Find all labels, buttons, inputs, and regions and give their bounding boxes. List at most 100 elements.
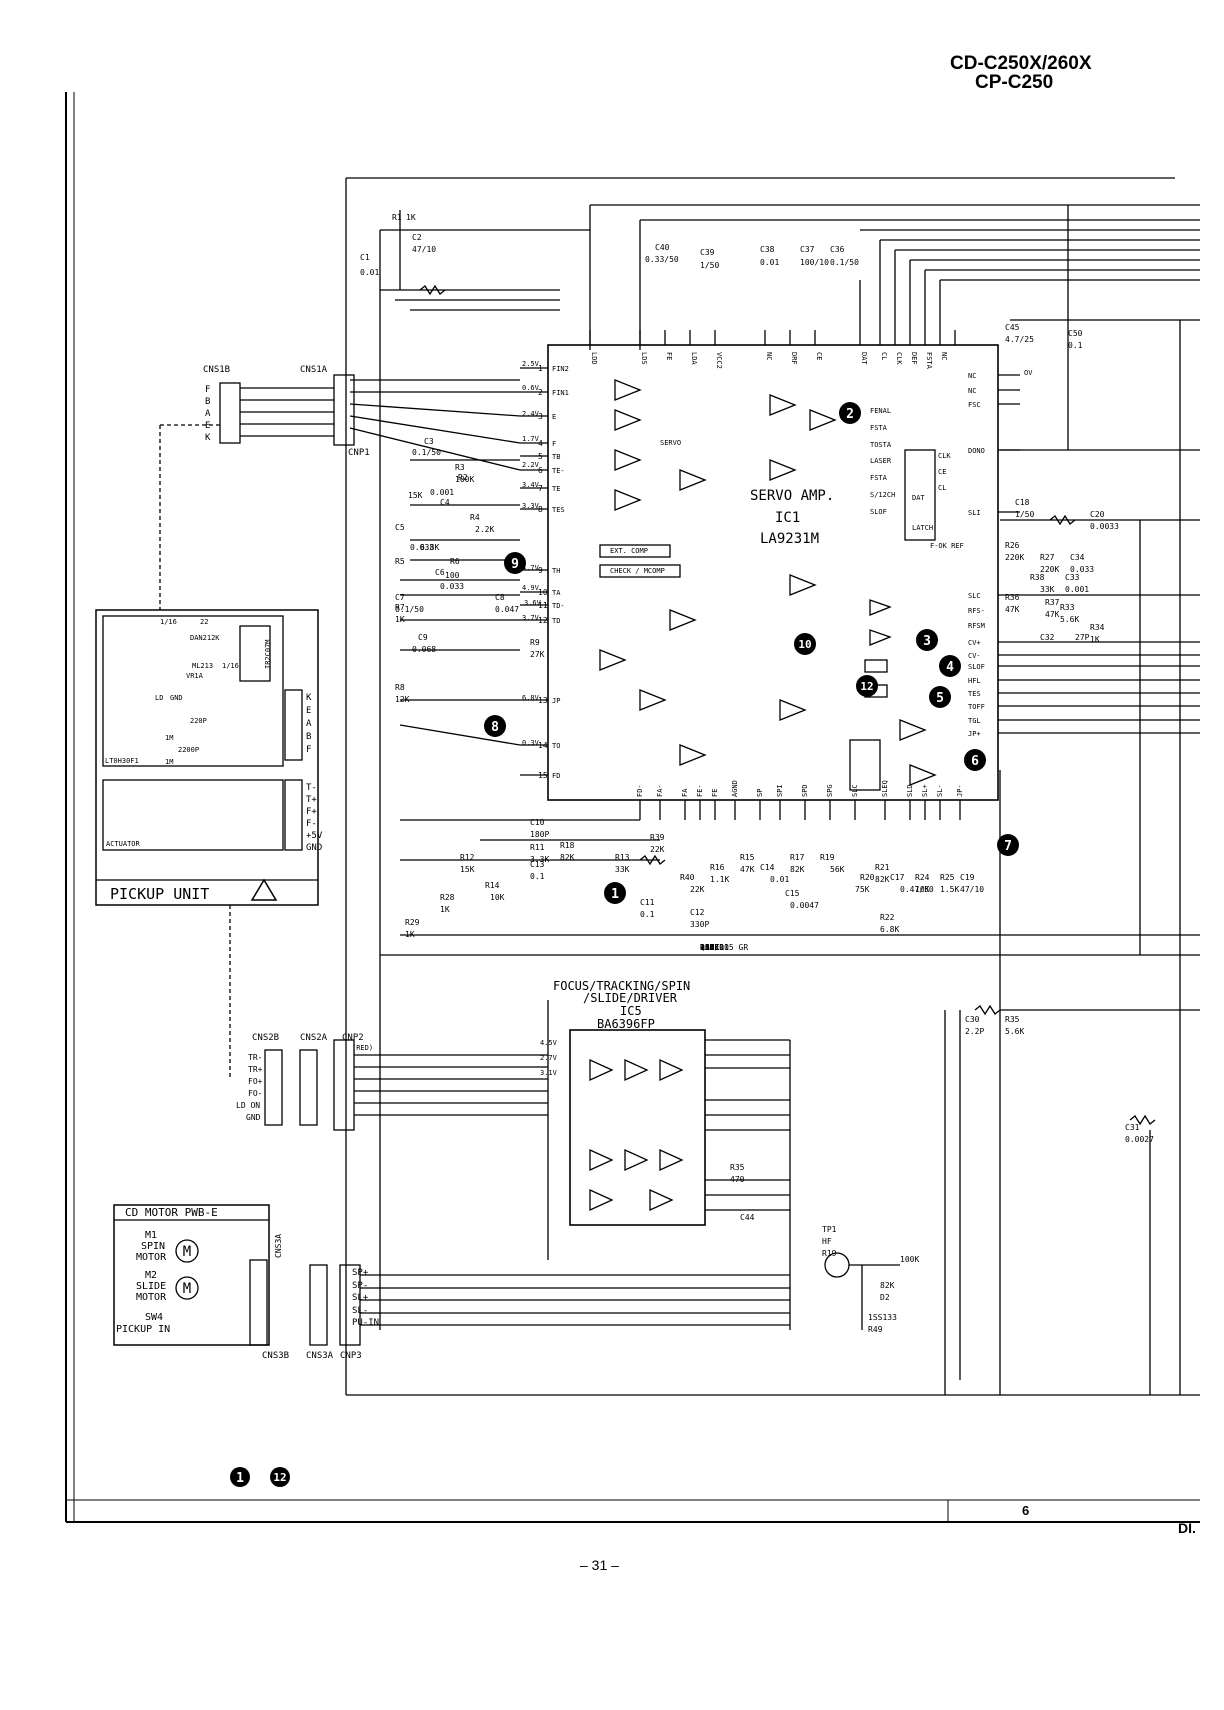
cd-motor-title: CD MOTOR PWB-E [125, 1206, 218, 1219]
component-label: 1K [1090, 635, 1100, 644]
ic1-pin-number: 14 [538, 741, 548, 750]
component-label: 4.7/25 [1005, 335, 1034, 344]
callout-9 [504, 552, 526, 574]
ic1-pin-label-top: VCC2 [715, 352, 723, 369]
ic1-internal-label: FENAL [870, 407, 891, 415]
component-label: 0.01 [760, 258, 779, 267]
voltage-label: 4.9V [522, 584, 540, 592]
pickup-pin: A [306, 719, 312, 729]
ic1-internal-label: SLOF [870, 508, 887, 516]
callout-3 [916, 629, 938, 651]
callout-1-label: 1 [611, 887, 619, 902]
component-label: 0.1 [1068, 341, 1083, 350]
component-label: 5.6K [1005, 1027, 1024, 1036]
component-label: R13 [615, 853, 630, 862]
ic1-pin-label-right: SLI [968, 509, 981, 517]
component-label: 75K [855, 885, 870, 894]
legend-callout-1 [230, 1467, 250, 1487]
callout-4 [939, 655, 961, 677]
voltage-label: 2.4V [522, 410, 540, 418]
pickup-label: 1/16 [222, 662, 239, 670]
component-label: 1.5K [940, 885, 959, 894]
ic1-pin-label-bottom: SPI [776, 784, 784, 797]
callout-12-label: 12 [860, 680, 873, 693]
component-label: 15K [408, 491, 423, 500]
cnp3-pin: SP+ [352, 1268, 369, 1278]
component-label: R8 [395, 683, 405, 692]
callout-5-label: 5 [936, 691, 944, 706]
ic1-pin-label-top: FE [665, 352, 673, 360]
ic1-pin-label-top: NC [765, 352, 773, 360]
component-label: 100K [455, 475, 474, 484]
pickup-label: 1/16 [160, 618, 177, 626]
cnp2-label: CNP2 [342, 1033, 364, 1043]
component-label: R33 [1060, 603, 1075, 612]
component-label: 22K [690, 885, 705, 894]
callout-6 [964, 749, 986, 771]
ic1-internal-label: SERVO [660, 439, 681, 447]
ic1-pin-label-left: JP [552, 697, 560, 705]
ic1-pin-label-left: TE- [552, 467, 565, 475]
callout-3-label: 3 [923, 634, 931, 649]
component-label: 1/50 [1015, 510, 1034, 519]
ic1-ref: IC1 [775, 510, 800, 526]
component-label: C38 [760, 245, 775, 254]
actuator-pin: GND [306, 843, 322, 853]
voltage-label: 3.4V [522, 481, 540, 489]
ic5-title-1: FOCUS/TRACKING/SPIN [553, 979, 690, 993]
cnp3-pin: PU-IN [352, 1318, 379, 1328]
callout-2 [839, 402, 861, 424]
section-label: 6 [1022, 1503, 1030, 1518]
callout-12 [856, 675, 878, 697]
ic1-pin-number: 8 [538, 505, 543, 514]
component-label: 82K [875, 875, 890, 884]
ic1-pin-label-left: FIN2 [552, 365, 569, 373]
component-label: R1 [392, 213, 402, 222]
ic1-pin-label-top: DRF [790, 352, 798, 365]
component-label: 3.3K [530, 855, 549, 864]
ic1-pin-label-bottom: JP- [956, 784, 964, 797]
cns1b-pin: K [205, 433, 211, 443]
pickup-pin: K [306, 693, 312, 703]
ic1-pin-label-bottom: SL+ [921, 784, 929, 797]
component-label: C11 [640, 898, 655, 907]
ic5-title-2: /SLIDE/DRIVER [583, 991, 678, 1005]
voltage-label: 3.1V [540, 1069, 558, 1077]
ic1-pin-label-left: FD [552, 772, 560, 780]
component-label: 0.001 [1065, 585, 1089, 594]
component-label: 220K [1040, 565, 1059, 574]
component-label: 1SS133 [868, 1313, 897, 1322]
component-label: 1/50 [700, 261, 719, 270]
warning-icon [250, 878, 278, 901]
ic1-pin-label-bottom: SP [756, 789, 764, 797]
component-label: R4 [470, 513, 480, 522]
component-label: C30 [965, 1015, 980, 1024]
ic1-pin-label-right: SLC [968, 592, 981, 600]
callout-10-label: 10 [798, 638, 811, 651]
ic1-pin-number: 4 [538, 439, 543, 448]
ic1-pin-label-right: SLOF [968, 663, 985, 671]
spin-motor-label: SPIN [141, 1241, 165, 1252]
ic1-pin-label-bottom: SLC [851, 784, 859, 797]
red-wire-label: (RED) [352, 1044, 373, 1052]
component-label: 0.047 [495, 605, 519, 614]
legend-12-label: 12 [273, 1471, 286, 1484]
cnp3-pin: SP- [352, 1281, 368, 1291]
ic1-pin-label-bottom: SPG [826, 784, 834, 797]
cns2b-pin: FO- [248, 1089, 262, 1098]
component-label: R26 [1005, 541, 1020, 550]
component-label: 0.1/50 [830, 258, 859, 267]
voltage-label: 4.7V [522, 564, 540, 572]
component-label: 0.1 [640, 910, 655, 919]
component-label: 0.47/50 [900, 885, 934, 894]
component-label: R11 [530, 843, 545, 852]
ic1-pin-label-bottom: AGND [731, 780, 739, 797]
ic1-pin-label-left: TO [552, 742, 560, 750]
component-label: 0.0047 [790, 901, 819, 910]
component-label: R14 [485, 881, 500, 890]
model-title: CD-C250X/260X [950, 53, 1092, 74]
component-label: 22K [650, 845, 665, 854]
component-label: 5.6K [1060, 615, 1079, 624]
component-label: C15 [785, 889, 800, 898]
component-label: R19 [820, 853, 835, 862]
